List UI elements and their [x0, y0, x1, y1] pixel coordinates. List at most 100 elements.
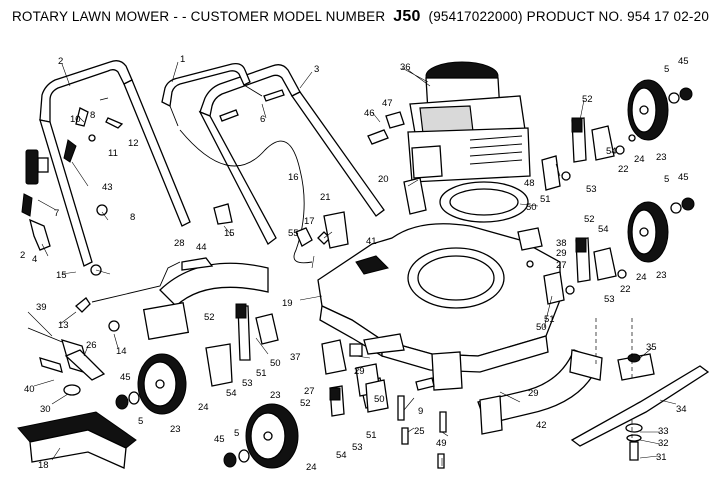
callout-4: 4 [32, 254, 37, 265]
callout-38: 38 [556, 238, 567, 249]
callout-39: 39 [36, 302, 47, 313]
callout-51b: 51 [544, 314, 555, 325]
callout-47: 47 [382, 98, 393, 109]
callout-52b: 52 [584, 214, 595, 225]
diagram-title: ROTARY LAWN MOWER - - CUSTOMER MODEL NUM… [0, 8, 721, 26]
callout-24a: 24 [634, 154, 645, 165]
callout-48: 48 [524, 178, 535, 189]
callout-49: 49 [436, 438, 447, 449]
callout-43: 43 [102, 182, 113, 193]
callout-23a: 23 [656, 152, 667, 163]
callout-8b: 8 [130, 212, 135, 223]
callout-3: 3 [314, 64, 319, 75]
callout-26: 26 [86, 340, 97, 351]
callout-37: 37 [290, 352, 301, 363]
callout-22b: 22 [620, 284, 631, 295]
callout-31: 31 [656, 452, 667, 463]
callout-5c: 5 [138, 416, 143, 427]
callout-50c: 50 [270, 358, 281, 369]
callout-29c: 29 [528, 388, 539, 399]
wheel-right-rear-lower [627, 201, 669, 263]
callout-24c: 24 [198, 402, 209, 413]
callout-27b: 27 [304, 386, 315, 397]
callout-20: 20 [378, 174, 389, 185]
callout-50a: 50 [526, 202, 537, 213]
callout-34: 34 [676, 404, 687, 415]
callout-55: 55 [288, 228, 299, 239]
callout-2: 2 [58, 56, 63, 67]
callout-51d: 51 [366, 430, 377, 441]
callout-15a: 15 [56, 270, 67, 281]
callout-5d: 5 [234, 428, 239, 439]
callout-52d: 52 [300, 398, 311, 409]
callout-18: 18 [38, 460, 49, 471]
callout-10: 10 [70, 114, 81, 125]
callout-50b: 50 [536, 322, 547, 333]
callout-53d: 53 [352, 442, 363, 453]
callout-16: 16 [288, 172, 299, 183]
callout-51c: 51 [256, 368, 267, 379]
callout-45d: 45 [214, 434, 225, 445]
callout-35: 35 [646, 342, 657, 353]
title-suffix: (95417022000) PRODUCT NO. 954 17 02-20 [428, 9, 710, 24]
callout-36: 36 [400, 62, 411, 73]
callout-53b: 53 [604, 294, 615, 305]
wheel-left-rear [137, 353, 187, 415]
callout-14: 14 [116, 346, 127, 357]
callout-44: 44 [196, 242, 207, 253]
callout-27a: 27 [556, 260, 567, 271]
callout-29a: 29 [556, 248, 567, 259]
callout-21: 21 [320, 192, 331, 203]
callout-9: 9 [418, 406, 423, 417]
callout-22a: 22 [618, 164, 629, 175]
callout-52a: 52 [582, 94, 593, 105]
callout-45c: 45 [120, 372, 131, 383]
callout-23b: 23 [656, 270, 667, 281]
callout-24d: 24 [306, 462, 317, 473]
wheel-right-rear-upper [627, 79, 669, 141]
callout-33: 33 [658, 426, 669, 437]
callout-40: 40 [24, 384, 35, 395]
callout-8a: 8 [90, 110, 95, 121]
callout-23d: 23 [270, 390, 281, 401]
callout-53c: 53 [242, 378, 253, 389]
callout-54d: 54 [336, 450, 347, 461]
callout-7: 7 [54, 208, 59, 219]
callout-41: 41 [366, 236, 377, 247]
throttle-control [25, 139, 77, 185]
callout-25: 25 [414, 426, 425, 437]
callout-54c: 54 [226, 388, 237, 399]
callout-51a: 51 [540, 194, 551, 205]
callout-45a: 45 [678, 56, 689, 67]
callout-24b: 24 [636, 272, 647, 283]
title-prefix: ROTARY LAWN MOWER - - CUSTOMER MODEL NUM… [11, 9, 386, 24]
callout-54b: 54 [598, 224, 609, 235]
callout-19: 19 [282, 298, 293, 309]
callout-52c: 52 [204, 312, 215, 323]
upper-handle [39, 60, 191, 267]
engine [407, 61, 531, 183]
callout-42: 42 [536, 420, 547, 431]
callout-29b: 29 [354, 366, 365, 377]
callout-32: 32 [658, 438, 669, 449]
callout-17: 17 [304, 216, 315, 227]
shield-rod [91, 261, 181, 303]
callout-12: 12 [128, 138, 139, 149]
mower-blade [570, 365, 710, 447]
callout-5b: 5 [664, 174, 669, 185]
rear-shield-lower [159, 262, 269, 307]
title-model-number: J50 [393, 8, 421, 25]
lower-handle [198, 64, 385, 245]
callout-1: 1 [180, 54, 185, 65]
callout-30: 30 [40, 404, 51, 415]
callout-13: 13 [58, 320, 69, 331]
callout-28: 28 [174, 238, 185, 249]
callout-50d: 50 [374, 394, 385, 405]
callout-15b: 15 [224, 228, 235, 239]
callout-45b: 45 [678, 172, 689, 183]
callout-46: 46 [364, 108, 375, 119]
callout-2-alt: 2 [20, 250, 25, 261]
control-cable [179, 129, 313, 264]
wheel-left-front [245, 403, 299, 469]
